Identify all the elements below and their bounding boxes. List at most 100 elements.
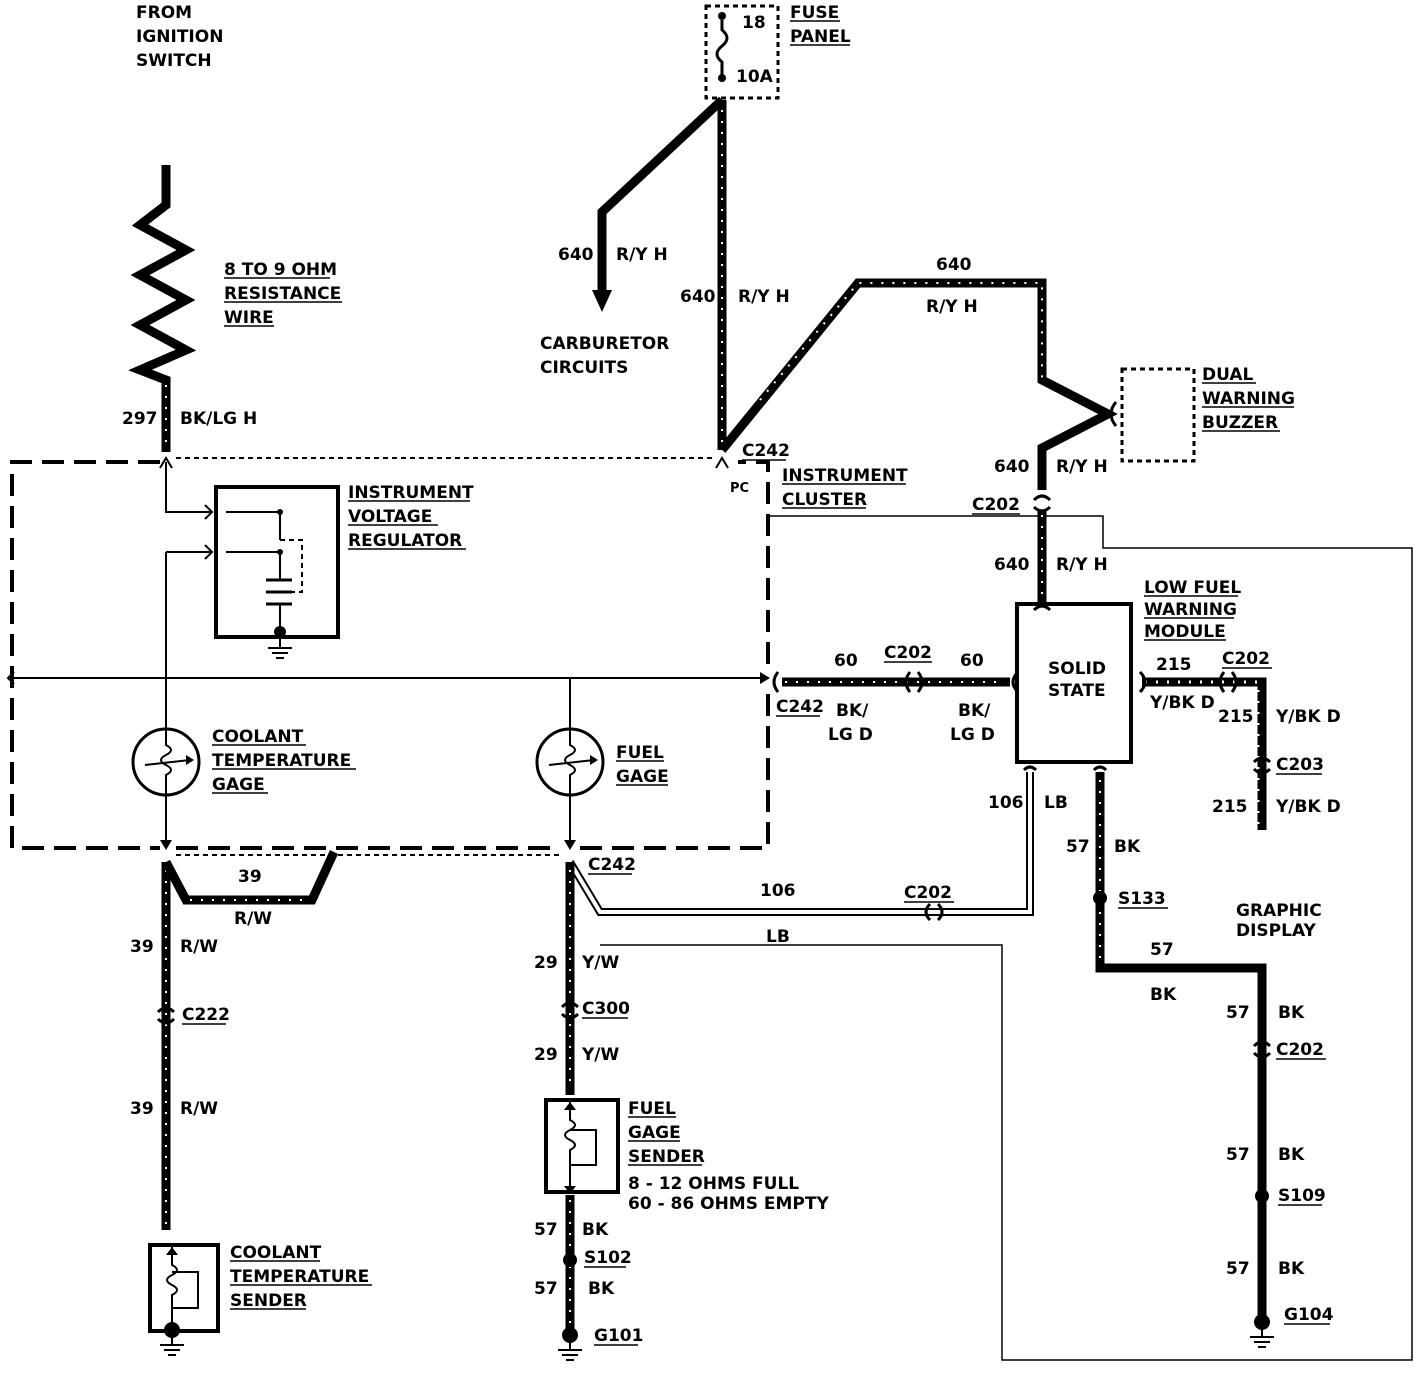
wire-60-left-color: BK/LG D xyxy=(828,701,873,745)
wire-57-right-number-3: 57 xyxy=(1226,1259,1250,1279)
connector-c202-106: C202 xyxy=(904,883,952,903)
wire-640-buzzer xyxy=(718,278,1118,490)
wire-640-top-color: R/Y H xyxy=(926,297,978,317)
wire-57-sender-color-1: BK xyxy=(582,1220,609,1240)
coolant-temperature-sender xyxy=(148,1243,220,1333)
wire-57-right-number-1: 57 xyxy=(1226,1003,1250,1023)
wire-640-module-number: 640 xyxy=(994,555,1030,575)
pc-label: PC xyxy=(730,481,749,496)
connector-c242-top: C242 xyxy=(742,441,790,461)
solid-state-module xyxy=(1015,602,1133,764)
splice-s102: S102 xyxy=(584,1248,632,1268)
wire-57-right-color-2: BK xyxy=(1278,1145,1305,1165)
carb-arrow-icon xyxy=(592,290,612,312)
wire-57-sender-number-1: 57 xyxy=(534,1220,558,1240)
dual-warning-buzzer-box xyxy=(1120,367,1196,463)
wire-297-color: BK/LG H xyxy=(180,409,257,429)
wire-640-buzzer-color: R/Y H xyxy=(1056,457,1108,477)
wire-29-color-1: Y/W xyxy=(581,953,620,973)
wire-640-carb-number: 640 xyxy=(558,245,594,265)
wire-57-right-number-2: 57 xyxy=(1226,1145,1250,1165)
wire-57-right-color-1: BK xyxy=(1278,1003,1305,1023)
splice-s133: S133 xyxy=(1118,889,1166,909)
wire-106-upper-color: LB xyxy=(1044,793,1068,813)
wire-60-left-number: 60 xyxy=(834,651,858,671)
wire-106-upper-number: 106 xyxy=(988,793,1024,813)
wire-297 xyxy=(128,165,197,452)
wire-106-lower-number: 106 xyxy=(760,881,796,901)
instrument-cluster-outline xyxy=(10,457,770,856)
wire-215-color: Y/BK D xyxy=(1149,693,1215,713)
connector-c242-60: C242 xyxy=(776,697,824,717)
ground-g104: G104 xyxy=(1284,1305,1334,1325)
wire-57-right-color-3: BK xyxy=(1278,1259,1305,1279)
wire-29-color-2: Y/W xyxy=(581,1045,620,1065)
cluster-internal-wiring xyxy=(6,456,770,850)
fuse-amperage: 10A xyxy=(736,67,774,87)
wire-57-h-number: 57 xyxy=(1150,940,1174,960)
connector-c202-buzzer: C202 xyxy=(972,495,1020,515)
wire-60-right-color: BK/LG D xyxy=(950,701,995,745)
coolant-temperature-gage-icon xyxy=(131,727,201,797)
splices-and-grounds xyxy=(160,891,1274,1361)
wire-60-right-number: 60 xyxy=(960,651,984,671)
graphic-display-region xyxy=(600,515,1413,1361)
ground-g101: G101 xyxy=(594,1326,643,1346)
connector-c300: C300 xyxy=(582,999,630,1019)
wire-39-color-2: R/W xyxy=(180,1099,218,1119)
wire-57-sender-color-2: BK xyxy=(588,1279,615,1299)
wire-29-number-2: 29 xyxy=(534,1045,558,1065)
wire-215 xyxy=(1142,677,1267,830)
wire-640-main-color: R/Y H xyxy=(738,287,790,307)
wire-297-number: 297 xyxy=(122,409,158,429)
fuse-panel xyxy=(704,4,780,100)
wire-39-number-1: 39 xyxy=(130,937,154,957)
wire-640-main-number: 640 xyxy=(680,287,716,307)
wire-215-lower-number: 215 xyxy=(1212,797,1248,817)
connector-c242-bottom: C242 xyxy=(588,855,636,875)
voltage-regulator xyxy=(204,485,340,659)
wire-57-sender-number-2: 57 xyxy=(534,1279,558,1299)
wire-215-lower-color: Y/BK D xyxy=(1275,797,1341,817)
wire-640-top-number: 640 xyxy=(936,255,972,275)
connector-marks xyxy=(156,494,1272,1059)
wire-215-number: 215 xyxy=(1156,655,1192,675)
connector-c203: C203 xyxy=(1276,755,1324,775)
connector-c202-60: C202 xyxy=(884,643,932,663)
wire-640-module-color: R/Y H xyxy=(1056,555,1108,575)
wire-39-top-number: 39 xyxy=(238,867,262,887)
wire-215-vert-number: 215 xyxy=(1218,707,1254,727)
wire-106-lower-color: LB xyxy=(766,927,790,947)
splice-s109: S109 xyxy=(1278,1186,1326,1206)
wire-29-number-1: 29 xyxy=(534,953,558,973)
fuel-gage-sender xyxy=(544,1098,620,1194)
fuel-gage-icon xyxy=(535,727,605,797)
connector-c202-215: C202 xyxy=(1222,649,1270,669)
wires xyxy=(128,96,1267,1332)
wire-57-graphic-number: 57 xyxy=(1066,837,1090,857)
wire-39-number-2: 39 xyxy=(130,1099,154,1119)
wire-39-top-color: R/W xyxy=(234,909,272,929)
wire-640-carb-color: R/Y H xyxy=(616,245,668,265)
connector-c202-57: C202 xyxy=(1276,1040,1324,1060)
fuse-number: 18 xyxy=(742,13,766,33)
wire-57-graphic-color: BK xyxy=(1114,837,1141,857)
wire-39-color-1: R/W xyxy=(180,937,218,957)
wire-57-h-color: BK xyxy=(1150,985,1177,1005)
